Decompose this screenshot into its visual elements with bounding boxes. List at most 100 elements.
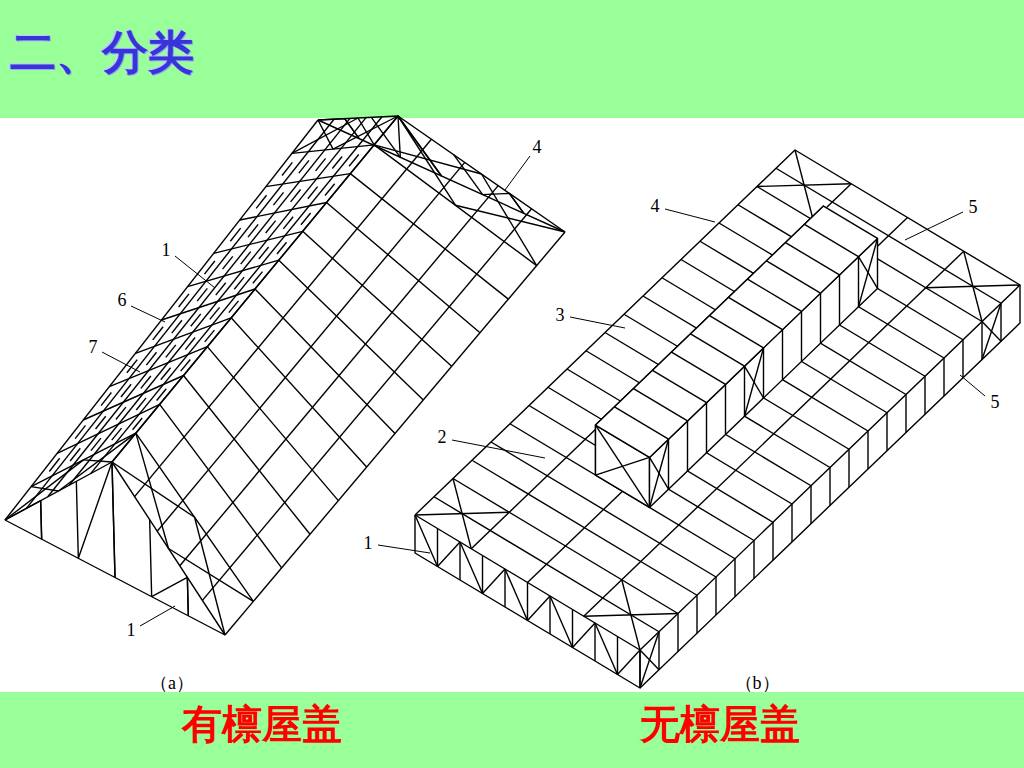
roof-member xyxy=(185,338,195,350)
roof-member xyxy=(415,515,438,567)
roof-member xyxy=(248,224,258,237)
roof-member xyxy=(116,407,126,419)
callout-number: 2 xyxy=(438,428,447,446)
roof-member xyxy=(829,468,830,506)
roof-member xyxy=(112,462,195,517)
roof-member xyxy=(905,395,906,433)
roof-member xyxy=(273,192,283,205)
roof-member xyxy=(573,623,596,648)
roof-member xyxy=(5,501,42,540)
roof-member xyxy=(454,155,483,195)
roof-member xyxy=(301,213,311,225)
leader-lines xyxy=(102,156,985,626)
roof-member xyxy=(31,487,58,491)
roof-member xyxy=(136,398,146,410)
roof-member xyxy=(696,595,697,633)
roof-member xyxy=(180,186,498,566)
roof-member xyxy=(438,542,461,567)
roof-member xyxy=(187,577,188,616)
leader-line xyxy=(131,306,165,322)
roof-member xyxy=(715,577,716,615)
roof-member xyxy=(617,637,618,675)
roof-member xyxy=(810,486,811,524)
roof-member xyxy=(572,610,573,648)
roof-member xyxy=(886,413,887,451)
roof-member xyxy=(101,393,111,406)
roof-member xyxy=(791,504,792,542)
roof-member xyxy=(618,650,641,675)
roof-member xyxy=(241,252,251,264)
roof-member xyxy=(398,116,442,176)
roof-member xyxy=(820,293,821,343)
leader-line xyxy=(140,606,175,626)
roof-member xyxy=(549,596,550,634)
roof-member xyxy=(57,404,282,568)
roof-member xyxy=(691,334,745,366)
footer-band xyxy=(0,692,1024,768)
purlinless-roof-drawing xyxy=(415,150,1020,688)
callout-number: 4 xyxy=(651,197,660,215)
roof-member xyxy=(482,174,537,266)
roof-member xyxy=(112,462,115,578)
roof-member xyxy=(710,316,764,348)
roof-member xyxy=(358,118,374,145)
roof-member xyxy=(615,407,669,439)
callout-number: 6 xyxy=(118,291,127,309)
roof-member xyxy=(112,116,398,462)
roof-member xyxy=(5,460,83,520)
roof-member xyxy=(83,460,112,462)
roof-member xyxy=(253,272,263,284)
roof-member xyxy=(333,116,398,149)
roof-member xyxy=(650,439,669,507)
leader-line xyxy=(960,375,985,396)
roof-member xyxy=(223,256,233,269)
roof-member xyxy=(639,650,640,688)
roof-member xyxy=(316,158,326,170)
roof-member xyxy=(453,479,471,549)
roof-member xyxy=(133,418,143,430)
callout-number: 1 xyxy=(127,621,136,639)
roof-member xyxy=(157,389,167,401)
figure-title: 有檩屋盖 xyxy=(182,704,342,744)
roof-member xyxy=(839,275,840,325)
slide-title: 二、分类 xyxy=(10,22,194,84)
roof-member xyxy=(763,348,764,398)
roof-member xyxy=(256,195,266,208)
roof-member xyxy=(210,307,220,319)
roof-member xyxy=(650,457,669,489)
roof-member xyxy=(266,221,276,233)
callout-number: 3 xyxy=(556,306,565,324)
callout-number: 4 xyxy=(533,138,542,156)
roof-member xyxy=(349,154,359,166)
callout-number: 5 xyxy=(969,198,978,216)
roof-face xyxy=(596,206,878,457)
roof-member xyxy=(41,501,42,540)
roof-member xyxy=(75,425,85,438)
roof-member xyxy=(483,193,524,213)
roof-member xyxy=(767,261,821,293)
roof-member xyxy=(634,389,688,421)
roof-member xyxy=(161,368,171,380)
roof-member xyxy=(150,520,152,597)
roof-member xyxy=(325,184,335,196)
roof-member xyxy=(455,205,565,232)
roof-member xyxy=(795,150,813,220)
roof-member xyxy=(782,330,783,380)
callout-number: 7 xyxy=(89,338,98,356)
roof-member xyxy=(230,228,240,241)
roof-member xyxy=(509,193,524,213)
roof-member xyxy=(332,156,342,168)
roof-member xyxy=(146,352,156,365)
roof-member xyxy=(166,345,176,357)
leader-line xyxy=(378,545,430,553)
roof-member xyxy=(595,623,618,675)
roof-member xyxy=(234,277,244,289)
roof-member xyxy=(943,358,944,396)
roof-member xyxy=(658,632,659,670)
roof-member xyxy=(371,117,400,157)
roof-member xyxy=(179,294,189,307)
roof-member xyxy=(460,542,483,594)
roof-member xyxy=(318,119,359,139)
roof-member xyxy=(318,116,565,232)
